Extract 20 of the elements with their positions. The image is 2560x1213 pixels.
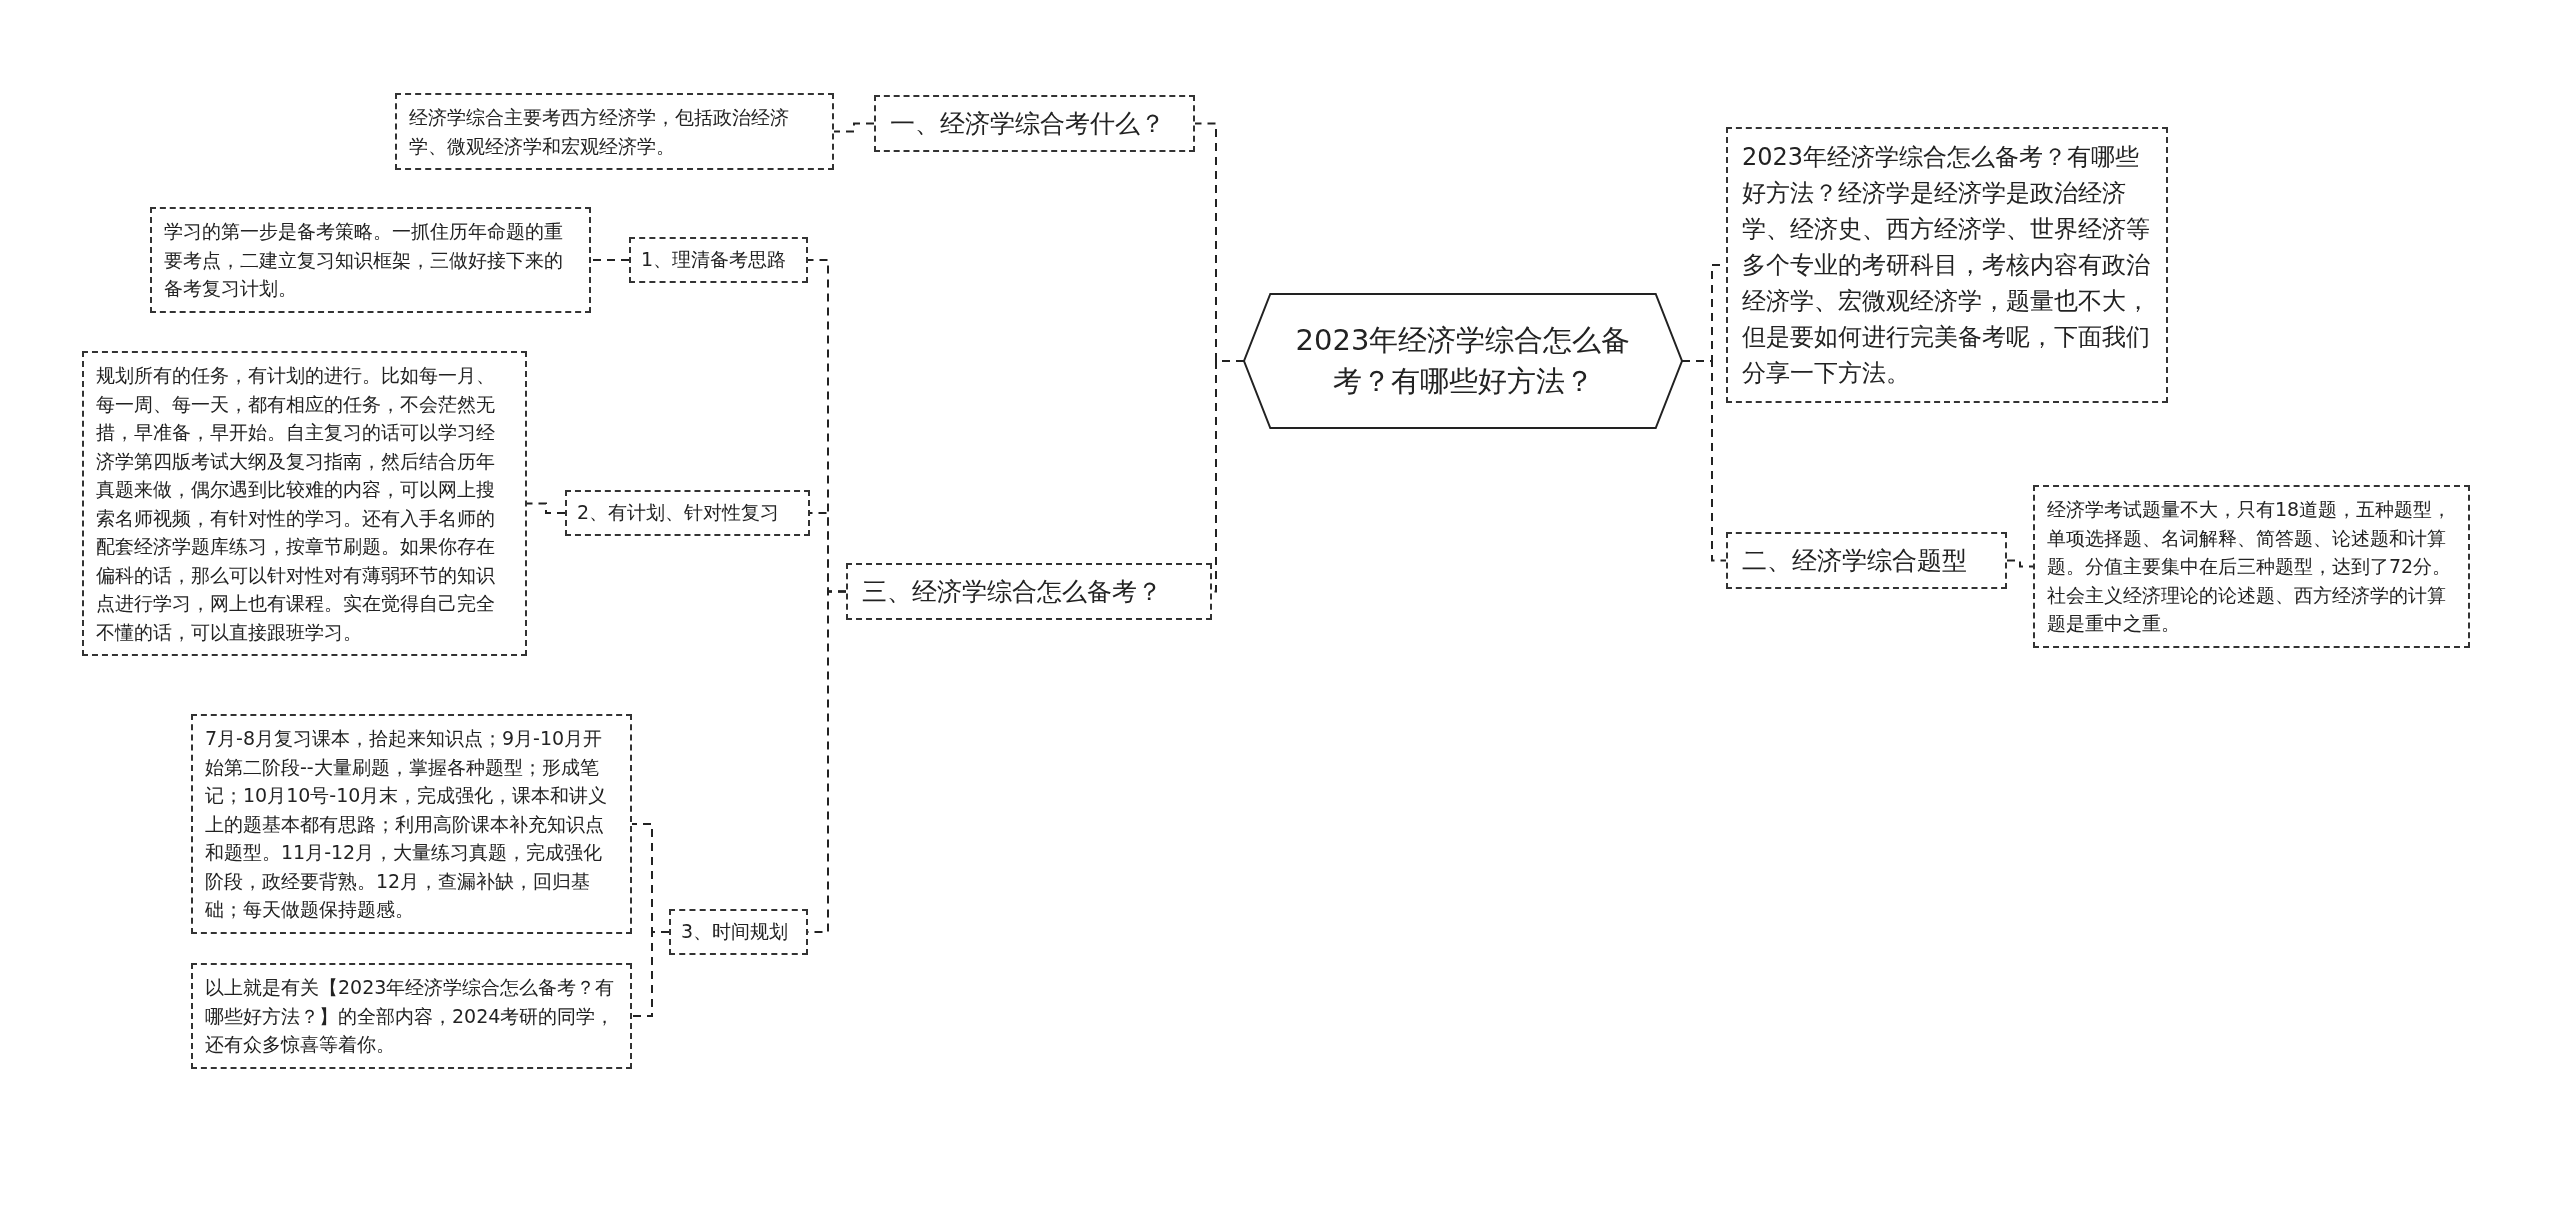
connector-line: [590, 259, 630, 261]
text-box: 规划所有的任务，有计划的进行。比如每一月、每一周、每一天，都有相应的任务，不会茫然无措，早准备，早开始。自主复习的话可以学习经济学第四版考试大纲及复习指南，然后结合历年真题来做，偶尔遇到比较难的内容，可以网上搜索名师视频，有针对性的学习。还有入手名师的配套经济学题库练习，按章节刷题。如果你存在偏科的话，那么可以针对性对有薄弱环节的知识点进行学习，网上也有课程。实在觉得自己完全不懂的话，可以直接跟班学习。: [82, 351, 527, 656]
topic-box: 二、经济学综合题型: [1726, 532, 2007, 589]
text-box: 2023年经济学综合怎么备考？有哪些好方法？经济学是经济学是政治经济学、经济史、西方经济学、世界经济等多个专业的考研科目，考核内容有政治经济学、宏微观经济学，题量也不大，但是要如何进行完美备考呢，下面我们分享一下方法。: [1726, 127, 2168, 403]
connector-line: [1681, 360, 1727, 562]
text-box: 经济学考试题量不大，只有18道题，五种题型，单项选择题、名词解释、简答题、论述题和计算题。分值主要集中在后三种题型，达到了72分。社会主义经济理论的论述题、西方经济学的计算题是重中之重。: [2033, 485, 2470, 648]
connector-line: [2006, 559, 2034, 568]
text-box: 以上就是有关【2023年经济学综合怎么备考？有哪些好方法？】的全部内容，2024考研的同学，还有众多惊喜等着你。: [191, 963, 632, 1069]
topic-box: 一、经济学综合考什么？: [874, 95, 1195, 152]
text-box: 7月-8月复习课本，拾起来知识点；9月-10月开始第二阶段--大量刷题，掌握各种题型；形成笔记；10月10号-10月末，完成强化，课本和讲义上的题基本都有思路；利用高阶课本补充知识点和题型。11月-12月，大量练习真题，完成强化阶段，政经要背熟。12月，查漏补缺，回归基础；每天做题保持题感。: [191, 714, 632, 934]
topic-box: 3、时间规划: [669, 909, 808, 955]
connector-line: [526, 502, 566, 514]
connector-line: [833, 122, 875, 133]
central-topic-hexagon: 2023年经济学综合怎么备考？有哪些好方法？: [1244, 294, 1682, 428]
topic-box: 2、有计划、针对性复习: [565, 490, 810, 536]
text-box: 学习的第一步是备考策略。一抓住历年命题的重要考点，二建立复习知识框架，三做好接下来的备考复习计划。: [150, 207, 591, 313]
connector-line: [631, 931, 670, 1017]
topic-box: 三、经济学综合怎么备考？: [846, 563, 1212, 620]
text-box: 经济学综合主要考西方经济学，包括政治经济学、微观经济学和宏观经济学。: [395, 93, 834, 170]
topic-box: 1、理清备考思路: [629, 237, 808, 283]
